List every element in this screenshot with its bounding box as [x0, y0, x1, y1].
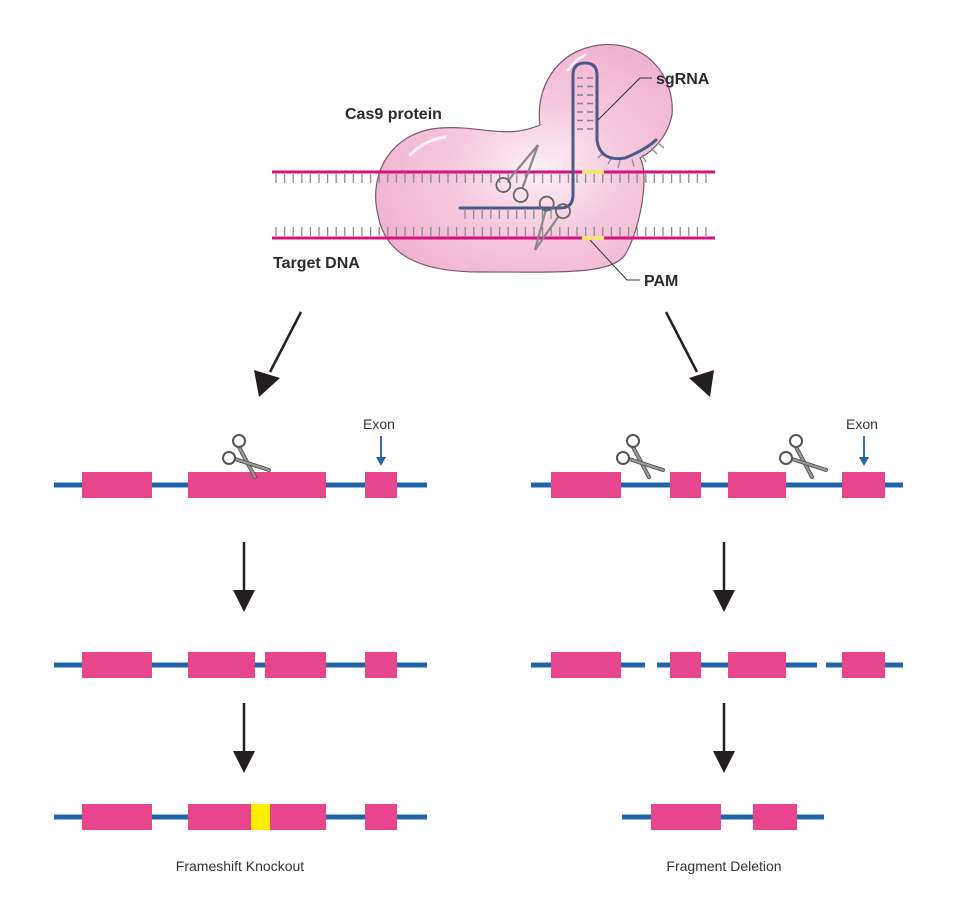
sgrna-leader-line: [597, 77, 652, 121]
exon-block: [365, 652, 397, 678]
scissors-icon: [533, 195, 571, 251]
pam-label: PAM: [644, 273, 678, 290]
exon-block: [82, 472, 152, 498]
exon-pointer-left: Exon: [363, 416, 395, 466]
cas9-complex: Cas9 protein sgRNA Target DNA PAM: [272, 44, 715, 290]
dna-bottom-strand-bases: [275, 227, 707, 236]
exon-block: [670, 472, 701, 498]
gene-row-cut: [531, 652, 903, 678]
exon-label-left: Exon: [363, 416, 395, 432]
exon-block: [670, 652, 701, 678]
frameshift-panel: [54, 434, 427, 830]
exon-block: [82, 652, 152, 678]
exon-block: [728, 472, 786, 498]
frameshift-caption: Frameshift Knockout: [176, 858, 304, 874]
scissors-icon: [222, 434, 271, 479]
exon-label-right: Exon: [846, 416, 878, 432]
pam-site-top: [582, 170, 604, 174]
exon-block: [728, 652, 786, 678]
dna-top-strand-bases: [275, 174, 707, 183]
gene-row-deleted: [622, 804, 824, 830]
sgrna-strand: [458, 61, 658, 210]
sgrna-tail-base: [650, 147, 658, 155]
arrow-down-right-2: [713, 703, 735, 773]
exon-block: [188, 472, 326, 498]
scissors-icon: [616, 434, 665, 479]
target-dna-label: Target DNA: [273, 255, 360, 272]
arrow-to-frameshift: [254, 311, 303, 397]
exon-block: [188, 652, 255, 678]
gene-row-original: [54, 434, 427, 498]
exon-block: [365, 472, 397, 498]
sgrna-tail-base: [657, 142, 665, 149]
fragment-deletion-panel: [531, 434, 903, 830]
sgrna-label: sgRNA: [656, 71, 710, 88]
sgrna-tail-base: [641, 154, 647, 163]
exon-block: [551, 652, 621, 678]
exon-block: [365, 804, 397, 830]
sgrna-tail-base: [631, 158, 635, 168]
sgrna-bases: [464, 77, 665, 219]
fragment-deletion-caption: Fragment Deletion: [666, 858, 781, 874]
indel-mutation: [251, 804, 270, 830]
protein-highlight: [566, 53, 587, 72]
exon-block: [265, 652, 326, 678]
pam-site-bottom: [582, 236, 604, 240]
exon-block: [651, 804, 721, 830]
protein-highlight: [408, 135, 447, 157]
exon-block: [842, 652, 885, 678]
arrow-down-left-1: [233, 542, 255, 612]
arrow-to-deletion: [664, 311, 714, 397]
gene-row-cut: [54, 652, 427, 678]
exon-pointer-right: Exon: [846, 416, 878, 466]
exon-block: [842, 472, 885, 498]
scissors-icon: [779, 434, 828, 479]
sgrna-tail-base: [617, 159, 621, 169]
exon-block: [82, 804, 152, 830]
arrow-down-left-2: [233, 703, 255, 773]
exon-block: [753, 804, 797, 830]
scissors-icon: [495, 144, 540, 203]
cas9-protein-label: Cas9 protein: [345, 106, 442, 123]
arrow-down-right-1: [713, 542, 735, 612]
gene-row-original: [531, 434, 903, 498]
gene-row-repaired: [54, 804, 427, 830]
pam-leader-line: [589, 239, 640, 281]
exon-block: [551, 472, 621, 498]
